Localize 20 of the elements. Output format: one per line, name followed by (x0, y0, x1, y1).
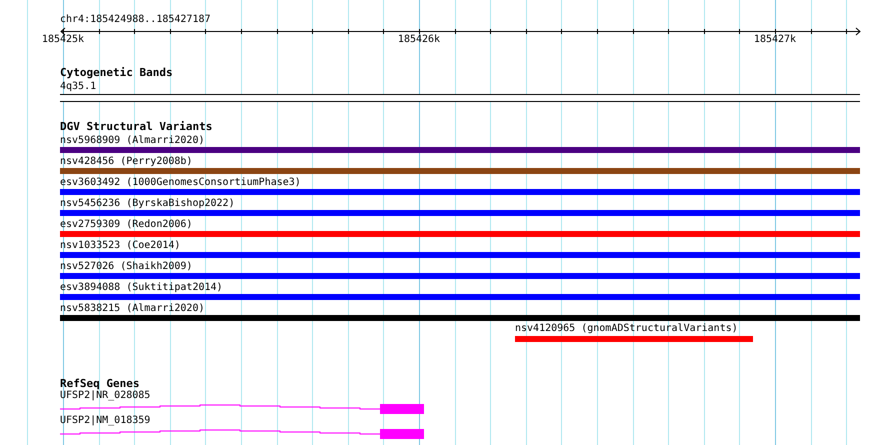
tick-label: 185425k (42, 34, 84, 46)
feature-label: nsv1033523 (Coe2014) (60, 240, 182, 252)
track-heading: DGV Structural Variants (60, 121, 212, 133)
feature-label: UFSP2|NM_018359 (60, 415, 152, 427)
feature-label: nsv428456 (Perry2008b) (60, 156, 194, 168)
region-label: chr4:185424988..185427187 (60, 14, 211, 26)
feature-label: nsv5838215 (Almarri2020) (60, 303, 206, 315)
track-heading: RefSeq Genes (60, 378, 140, 390)
feature-label: esv3603492 (1000GenomesConsortiumPhase3) (60, 177, 302, 189)
feature-label: nsv5456236 (ByrskaBishop2022) (60, 198, 236, 210)
feature-label: 4q35.1 (60, 81, 98, 93)
feature-label: esv3894088 (Suktitipat2014) (60, 282, 224, 294)
tick-label: 185426k (398, 34, 440, 46)
tick-label: 185427k (754, 34, 796, 46)
feature-label: nsv5968909 (Almarri2020) (60, 135, 206, 147)
feature-label: esv2759309 (Redon2006) (60, 219, 194, 231)
feature-label: nsv4120965 (gnomADStructuralVariants) (515, 323, 739, 335)
track-heading: Cytogenetic Bands (60, 67, 173, 79)
feature-label: nsv527026 (Shaikh2009) (60, 261, 194, 273)
feature-label: UFSP2|NR_028085 (60, 390, 152, 402)
